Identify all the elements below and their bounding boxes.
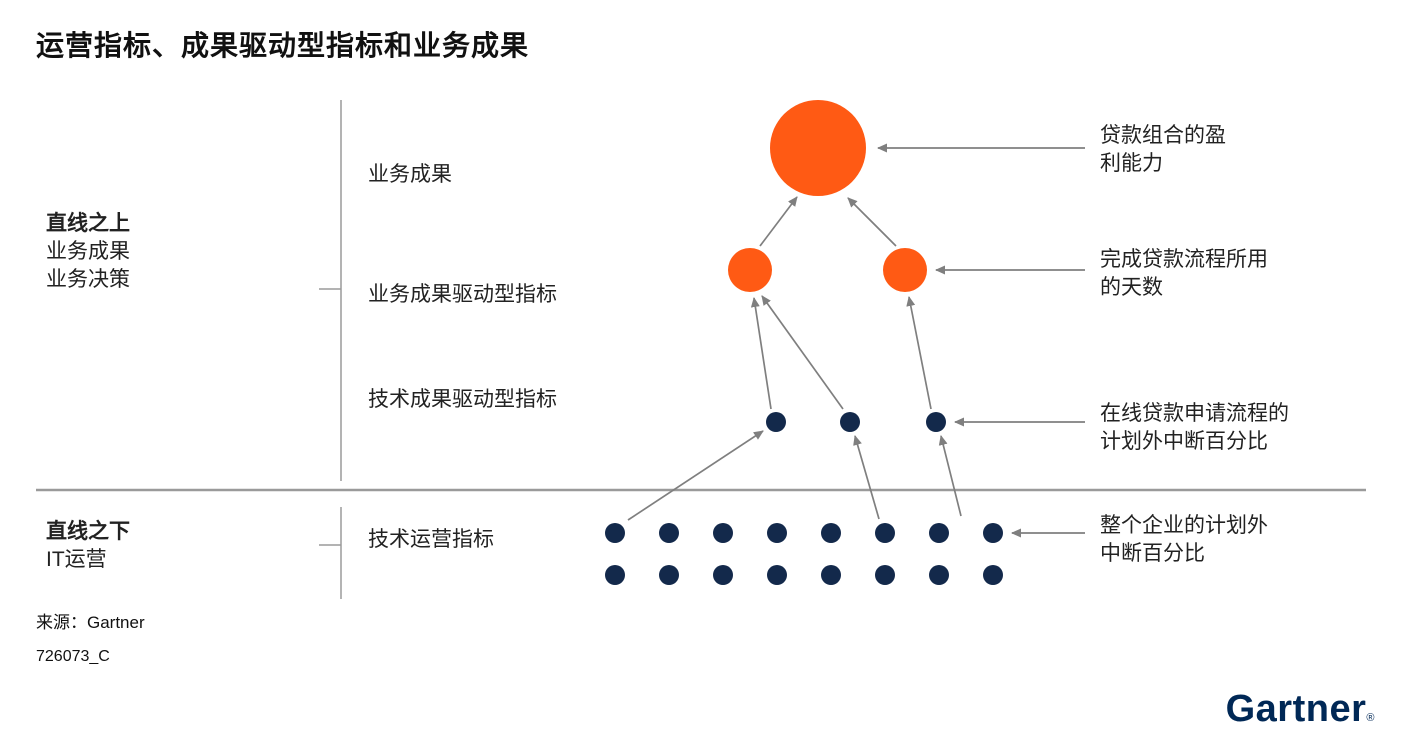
ops-dot [767, 523, 787, 543]
ops-dot [659, 565, 679, 585]
annotation-online-loan-outage: 在线贷款申请流程的 计划外中断百分比 [1100, 400, 1289, 456]
ops-dot [929, 565, 949, 585]
tech-odm-node-2 [840, 412, 860, 432]
tech-odm-nodes [766, 412, 946, 432]
above-line-text-1: 业务成果 [46, 240, 130, 263]
tech-odm-node-3 [926, 412, 946, 432]
page-title: 运营指标、成果驱动型指标和业务成果 [36, 30, 530, 61]
level-label-tech-odm: 技术成果驱动型指标 [368, 388, 557, 411]
gartner-logo-text: Gartner [1225, 688, 1367, 730]
ops-dot [875, 565, 895, 585]
below-line-text-1: IT运营 [46, 548, 107, 571]
level-label-business-odm: 业务成果驱动型指标 [368, 283, 557, 306]
annotation-loan-process-days: 完成贷款流程所用 的天数 [1100, 246, 1268, 302]
ops-dot [605, 565, 625, 585]
tech-odm-node-1 [766, 412, 786, 432]
ops-dot [821, 523, 841, 543]
source-label: 来源：Gartner [36, 613, 145, 632]
ops-dot [659, 523, 679, 543]
arrow-tech2-to-left-odm [761, 295, 844, 410]
ops-dot [767, 565, 787, 585]
arrow-tech1-to-left-odm [750, 297, 772, 410]
annotation-loan-profitability-line1: 贷款组合的盈 [1100, 124, 1226, 147]
ops-dot [983, 565, 1003, 585]
ops-dot [713, 523, 733, 543]
business-odm-node-left [728, 248, 772, 292]
level-label-tech-operational: 技术运营指标 [368, 528, 494, 551]
arrow-ops2-to-tech2 [853, 435, 880, 520]
business-odm-node-right [883, 248, 927, 292]
ops-dot [713, 565, 733, 585]
below-line-label-group: 直线之下 IT运营 [46, 518, 130, 574]
annotation-loan-profitability: 贷款组合的盈 利能力 [1100, 122, 1226, 178]
node-arrows [627, 196, 962, 521]
arrow-ops3-to-tech3 [938, 435, 962, 517]
annotation-loan-profitability-line2: 利能力 [1100, 152, 1163, 175]
business-outcome-node [770, 100, 866, 196]
annotation-arrows [877, 143, 1085, 538]
annotation-online-loan-outage-line2: 计划外中断百分比 [1100, 430, 1268, 453]
ops-dot [875, 523, 895, 543]
annotation-loan-process-days-line1: 完成贷款流程所用 [1100, 248, 1268, 271]
annotation-enterprise-outage-line1: 整个企业的计划外 [1100, 514, 1268, 537]
level-label-business-outcome: 业务成果 [368, 163, 452, 186]
arrow-right-odm-to-outcome [847, 197, 897, 247]
ops-dot [929, 523, 949, 543]
above-line-text-2: 业务决策 [46, 268, 130, 291]
tech-operational-dots [605, 523, 1003, 585]
gartner-logo-registered-mark: ® [1366, 712, 1375, 724]
above-line-heading: 直线之上 [46, 212, 130, 235]
document-id: 726073_C [36, 648, 110, 665]
ops-dot [605, 523, 625, 543]
annotation-enterprise-outage: 整个企业的计划外 中断百分比 [1100, 512, 1268, 568]
annotation-enterprise-outage-line2: 中断百分比 [1100, 542, 1205, 565]
arrow-ops1-to-tech1 [627, 430, 764, 521]
above-line-label-group: 直线之上 业务成果 业务决策 [46, 210, 130, 294]
ops-dot [821, 565, 841, 585]
annotation-loan-process-days-line2: 的天数 [1100, 276, 1163, 299]
below-line-heading: 直线之下 [46, 520, 130, 543]
arrow-tech3-to-right-odm [906, 296, 932, 410]
annotation-online-loan-outage-line1: 在线贷款申请流程的 [1100, 402, 1289, 425]
ops-dot [983, 523, 1003, 543]
arrow-left-odm-to-outcome [759, 196, 798, 247]
gartner-logo: Gartner® [1226, 688, 1375, 731]
